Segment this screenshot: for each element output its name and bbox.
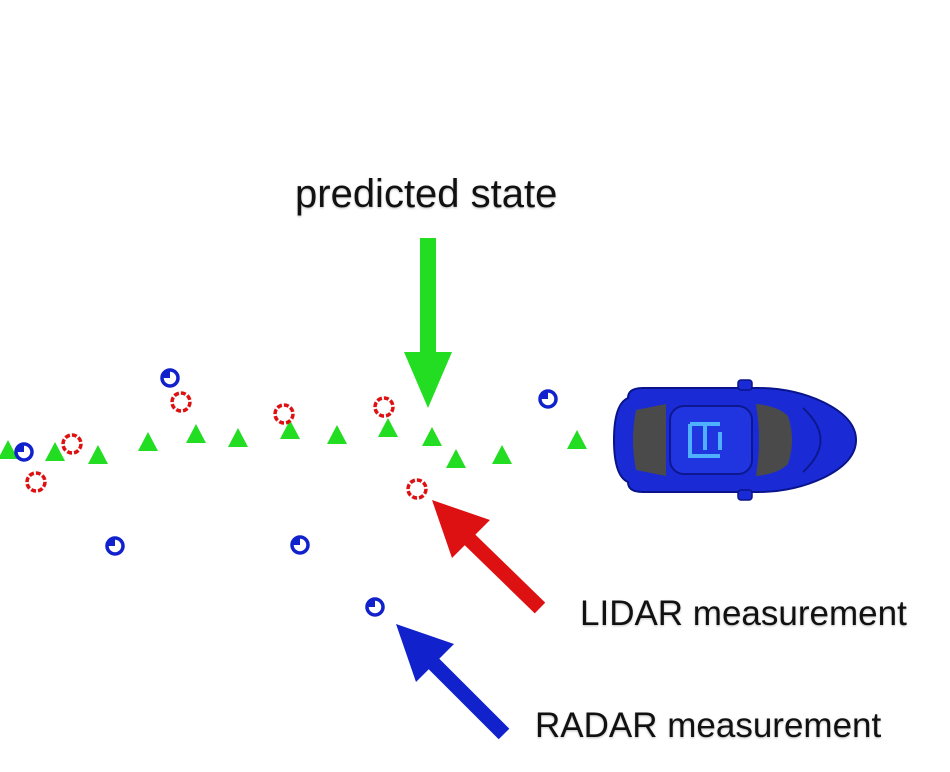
radar-measurement-label: RADAR measurement	[535, 706, 882, 745]
lidar-circle-marker	[373, 396, 395, 418]
predicted-triangle-marker	[88, 445, 108, 464]
predicted-triangle-marker	[186, 424, 206, 443]
predicted-triangle-marker	[422, 427, 442, 446]
car-rear-window	[633, 404, 666, 476]
predicted-state-markers	[0, 418, 587, 468]
car-roof	[669, 405, 753, 475]
predicted-triangle-marker	[378, 418, 398, 437]
predicted-triangle-marker	[327, 425, 347, 444]
predicted-triangle-marker	[45, 442, 65, 461]
predicted-triangle-marker	[138, 432, 158, 451]
predicted-triangle-marker	[567, 430, 587, 449]
car-hood-line	[802, 407, 822, 473]
car-icon	[612, 379, 858, 501]
car-windshield	[756, 404, 792, 476]
predicted-state-label: predicted state	[295, 172, 558, 216]
lidar-measurement-label: LIDAR measurement	[580, 594, 907, 633]
predicted-triangle-marker	[228, 428, 248, 447]
predicted-triangle-marker	[0, 440, 18, 459]
radar-circle-marker	[160, 368, 180, 388]
lidar-circle-marker	[25, 471, 47, 493]
predicted-triangle-marker	[280, 420, 300, 439]
radar-circle-marker	[365, 597, 385, 617]
predicted-arrow	[404, 238, 452, 408]
radar-arrow	[396, 624, 510, 740]
car-mirror-top	[737, 379, 753, 391]
lidar-circle-marker	[61, 433, 83, 455]
predicted-triangle-marker	[492, 445, 512, 464]
radar-markers	[14, 368, 558, 617]
lidar-markers	[25, 391, 428, 500]
car-mirror-bottom	[737, 489, 753, 501]
car-seat-pattern	[688, 422, 722, 458]
radar-circle-marker	[290, 535, 310, 555]
lidar-circle-marker	[406, 478, 428, 500]
radar-circle-marker	[105, 536, 125, 556]
predicted-triangle-marker	[446, 449, 466, 468]
lidar-arrow	[432, 500, 546, 614]
lidar-circle-marker	[170, 391, 192, 413]
lidar-circle-marker	[273, 403, 295, 425]
radar-circle-marker	[538, 389, 558, 409]
radar-circle-marker	[14, 442, 34, 462]
